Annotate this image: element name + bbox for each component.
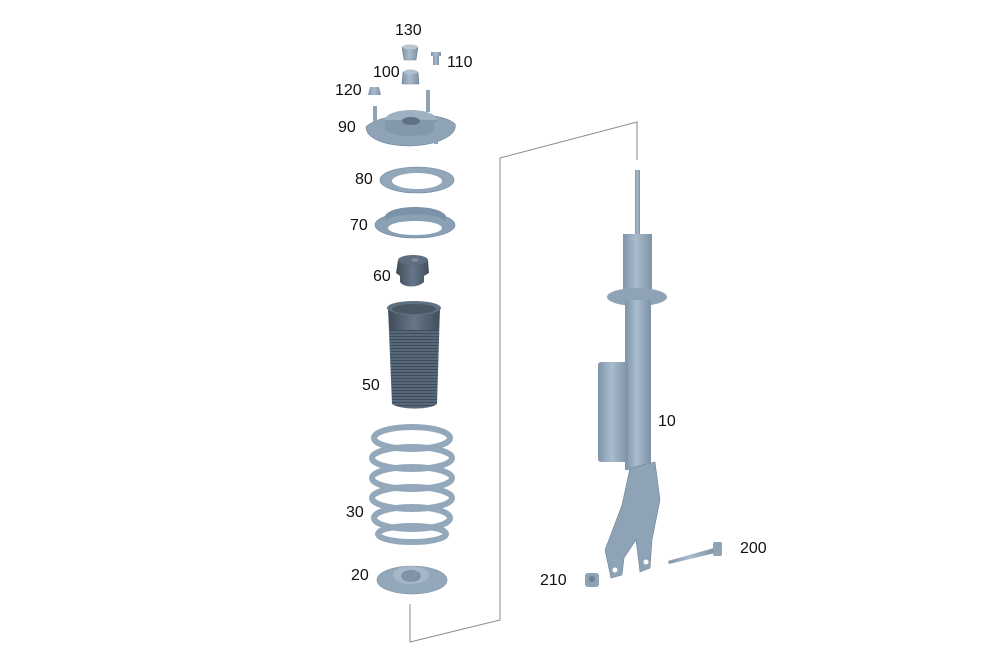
part-100-collar[interactable]	[401, 69, 420, 85]
part-210-nut[interactable]	[585, 573, 599, 587]
callout-90[interactable]: 90	[338, 119, 356, 136]
part-130-cap[interactable]	[401, 44, 419, 61]
callout-110[interactable]: 110	[447, 54, 473, 71]
part-30-coil-spring[interactable]	[369, 424, 455, 545]
callout-50[interactable]: 50	[362, 377, 380, 394]
callout-80[interactable]: 80	[355, 171, 373, 188]
callout-120[interactable]: 120	[335, 82, 362, 99]
callout-30[interactable]: 30	[346, 504, 364, 521]
callout-200[interactable]: 200	[740, 540, 767, 557]
leader-line	[409, 121, 638, 643]
part-20-lower-seat[interactable]	[376, 565, 448, 595]
callout-60[interactable]: 60	[373, 268, 391, 285]
part-10-strut[interactable]	[598, 170, 667, 579]
callout-100[interactable]: 100	[373, 64, 400, 81]
callout-210[interactable]: 210	[540, 572, 567, 589]
callout-130[interactable]: 130	[395, 22, 422, 39]
part-80-spring-pad[interactable]	[379, 166, 455, 194]
part-90-top-mount[interactable]	[365, 90, 456, 147]
part-120-nut[interactable]	[368, 87, 381, 95]
part-70-spring-seat[interactable]	[374, 207, 456, 239]
callout-70[interactable]: 70	[350, 217, 368, 234]
part-200-bolt[interactable]	[668, 542, 722, 564]
callout-20[interactable]: 20	[351, 567, 369, 584]
part-110-nut[interactable]	[431, 52, 441, 65]
part-50-dust-boot[interactable]	[387, 301, 441, 409]
part-60-bump-stop[interactable]	[396, 255, 429, 287]
callout-10[interactable]: 10	[658, 413, 676, 430]
